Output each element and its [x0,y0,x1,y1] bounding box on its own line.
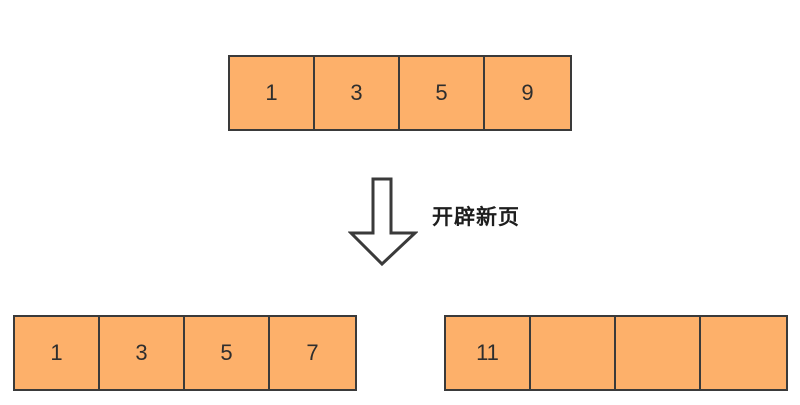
page-cell: 7 [306,340,319,365]
page-cell: 3 [100,317,185,389]
page-cell: 5 [400,57,485,129]
page-cell: 1 [15,317,100,389]
split-label: 开辟新页 [432,205,520,229]
page-cell: 3 [315,57,400,129]
page-cell: 11 [446,317,531,389]
page-cell: 9 [521,80,534,105]
hollow-down-arrow-icon [348,177,418,267]
page-cell-empty [701,317,786,389]
page-cell-empty [616,317,701,389]
left-page: 1 3 5 7 [13,315,357,391]
page-cell: 5 [185,317,270,389]
page-cell-empty [531,317,616,389]
new-page: 11 [444,315,788,391]
page-cell: 1 [230,57,315,129]
original-page: 1 3 5 9 [228,55,572,131]
